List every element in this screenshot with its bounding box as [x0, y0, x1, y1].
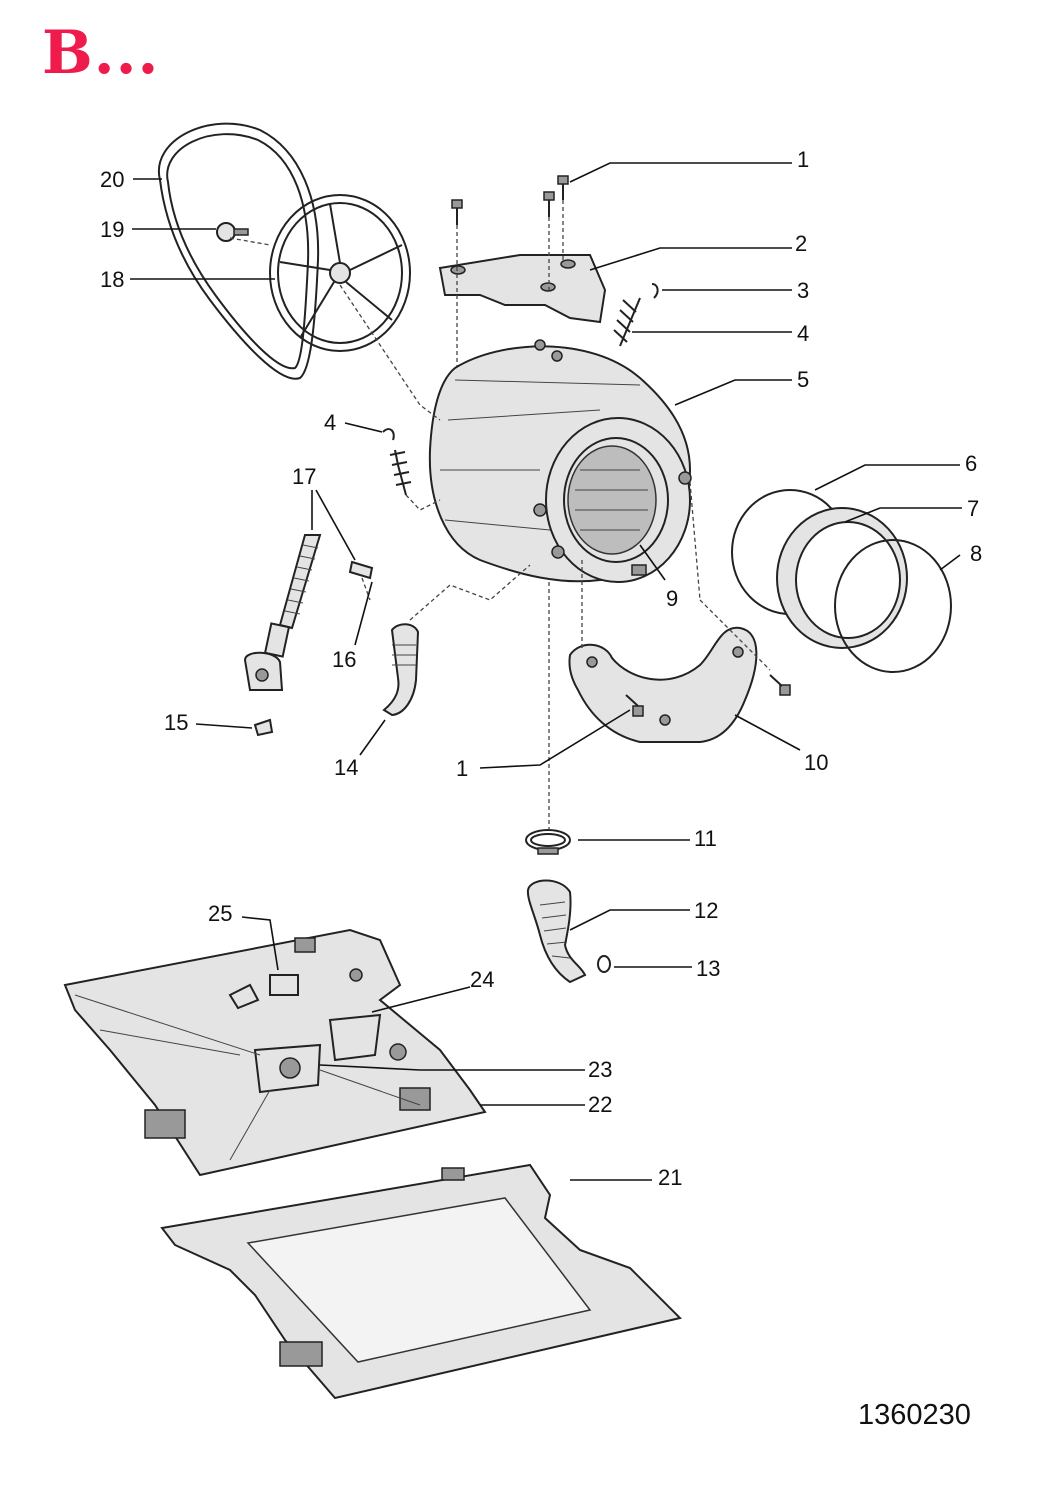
callout-1a: 1	[797, 147, 809, 172]
callout-leaders	[130, 162, 962, 1181]
bottom-plate-part	[160, 1163, 682, 1400]
callout-22: 22	[588, 1092, 612, 1117]
callout-4b: 4	[324, 410, 336, 435]
assembly-guide-lines	[229, 237, 583, 830]
base-part	[63, 928, 487, 1177]
callout-23: 23	[588, 1057, 612, 1082]
callout-9: 9	[666, 586, 678, 611]
callout-17: 17	[292, 464, 316, 489]
tub-part	[428, 339, 692, 583]
spring-part	[613, 283, 659, 347]
callout-16: 16	[332, 647, 356, 672]
callout-18: 18	[100, 267, 124, 292]
callout-20: 20	[100, 167, 124, 192]
counterweight-part	[438, 254, 607, 324]
callout-11: 11	[694, 826, 717, 851]
spring-part	[382, 428, 412, 496]
callout-4a: 4	[797, 321, 809, 346]
callout-3: 3	[797, 278, 809, 303]
callout-7: 7	[967, 496, 979, 521]
callout-24: 24	[470, 967, 494, 992]
callout-5: 5	[797, 367, 809, 392]
drum-pulley-part	[269, 194, 411, 352]
callout-6: 6	[965, 451, 977, 476]
drive-belt-part	[157, 122, 320, 380]
screw-part	[451, 175, 569, 400]
shock-absorber-part	[243, 534, 374, 691]
callout-1b: 1	[456, 756, 468, 781]
callout-10: 10	[804, 750, 828, 775]
fixing-clip-part	[253, 718, 274, 737]
callout-14: 14	[334, 755, 358, 780]
callout-15: 15	[164, 710, 188, 735]
support-bracket-part	[568, 481, 791, 743]
callout-2: 2	[795, 231, 807, 256]
drawing-number: 1360230	[858, 1399, 971, 1431]
door-gasket-part	[731, 489, 952, 673]
callout-19: 19	[100, 217, 124, 242]
callout-13: 13	[696, 956, 720, 981]
breather-hose-part	[382, 623, 420, 717]
callout-25: 25	[208, 901, 232, 926]
page-title: B...	[42, 18, 160, 88]
small-component-part	[228, 974, 299, 1010]
callout-8: 8	[970, 541, 982, 566]
callout-labels: 1 2 3 4 5 6 7 8 9 10 1 11 12 13 14 15 16…	[100, 147, 982, 1190]
callout-12: 12	[694, 898, 718, 923]
drain-hose-part	[526, 879, 611, 984]
clip-part	[631, 564, 647, 576]
pulley-bolt-part	[216, 222, 249, 242]
callout-21: 21	[658, 1165, 682, 1190]
hose-clamp-part	[525, 829, 571, 855]
